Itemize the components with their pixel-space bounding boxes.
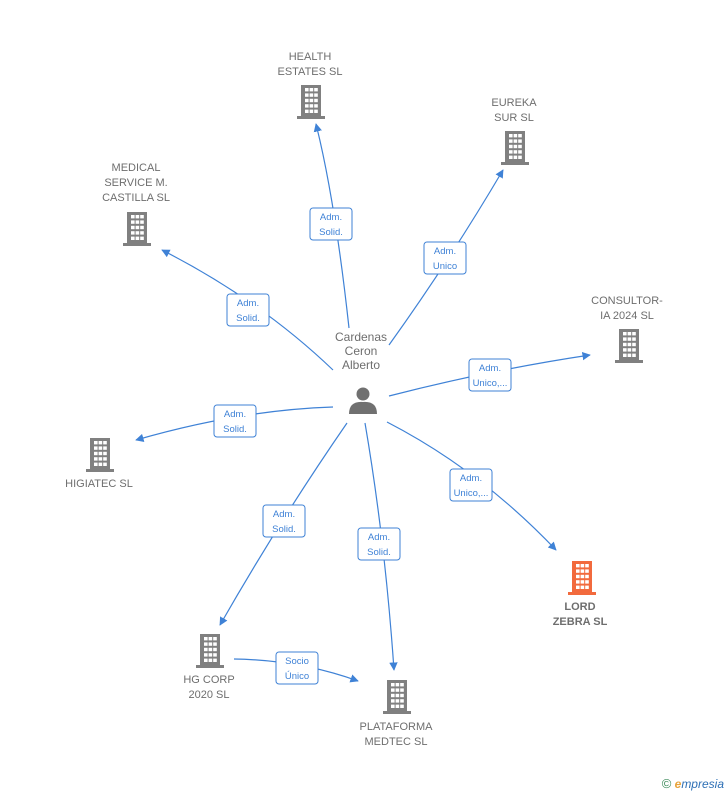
building-icon [383, 680, 411, 714]
edge-center-lord: Adm. Unico,... [386, 421, 557, 551]
edge-role-label[interactable]: Adm. Solid. [226, 293, 270, 327]
company-name-line: CONSULTOR- [591, 295, 663, 307]
edge-center-hgcorp: Adm. Solid. [219, 422, 348, 626]
company-name-line: HEALTH [289, 51, 332, 63]
building-icon [615, 329, 643, 363]
edge-role-label[interactable]: Adm. Solid. [309, 207, 353, 241]
edge-role-label[interactable]: Adm. Unico,... [449, 468, 493, 502]
person-name-line: Cardenas [335, 330, 387, 344]
company-name-line: MEDTEC SL [365, 736, 428, 748]
company-name-line: ZEBRA SL [553, 616, 608, 628]
brand-name: empresia [674, 777, 724, 791]
edge-role-label[interactable]: Adm. Solid. [213, 404, 257, 438]
person-name-line: Ceron [345, 344, 378, 358]
person-name-line: Alberto [342, 358, 380, 372]
edge-center-higiatec: Adm. Solid. [135, 404, 334, 442]
edge-label-box [449, 468, 493, 502]
node-company-eureka[interactable]: EUREKA SUR SL [491, 97, 537, 165]
edge-label-box [262, 504, 306, 538]
edge-center-health: Adm. Solid. [309, 123, 353, 329]
node-company-consultoria[interactable]: CONSULTOR- IA 2024 SL [591, 295, 663, 363]
company-name-line: SERVICE M. [104, 177, 167, 189]
node-company-plataforma[interactable]: PLATAFORMA MEDTEC SL [360, 680, 434, 748]
edge-label-box [226, 293, 270, 327]
edge-role-label[interactable]: Adm. Unico,... [468, 358, 512, 392]
building-icon [196, 634, 224, 668]
edge-role-label[interactable]: Adm. Solid. [262, 504, 306, 538]
copyright-symbol: © [661, 776, 672, 791]
edge-label-text: Unico,... [473, 378, 508, 389]
edge-label-box [357, 527, 401, 561]
node-company-lord[interactable]: LORD ZEBRA SL [553, 561, 608, 628]
node-company-health[interactable]: HEALTH ESTATES SL [277, 51, 343, 119]
building-icon [501, 131, 529, 165]
edges-layer: Adm.Solid.Adm.UnicoAdm.Solid.Adm.Unico,.… [135, 123, 591, 685]
edge-label-text: Adm. [460, 473, 482, 484]
node-company-medical[interactable]: MEDICAL SERVICE M. CASTILLA SL [102, 162, 170, 246]
edge-label-text: Adm. [237, 298, 259, 309]
edge-label-text: Único [285, 671, 309, 682]
node-company-higiatec[interactable]: HIGIATEC SL [65, 438, 133, 490]
edge-label-text: Adm. [434, 246, 456, 257]
edge-label-box [309, 207, 353, 241]
edge-label-text: Adm. [479, 363, 501, 374]
building-icon [86, 438, 114, 472]
edge-label-box [468, 358, 512, 392]
company-name-line: 2020 SL [189, 689, 230, 701]
node-company-hgcorp[interactable]: HG CORP 2020 SL [183, 634, 235, 701]
building-icon [568, 561, 596, 595]
company-name-line: HG CORP [183, 674, 234, 686]
company-name-line: HIGIATEC SL [65, 478, 133, 490]
edge-label-text: Solid. [367, 547, 391, 558]
company-name-line: EUREKA [491, 97, 537, 109]
edge-center-medical: Adm. Solid. [161, 249, 334, 371]
edge-label-text: Solid. [236, 313, 260, 324]
company-name-line: LORD [564, 601, 595, 613]
edge-label-box [423, 241, 467, 275]
edge-label-text: Solid. [223, 424, 247, 435]
edge-label-text: Socio [285, 656, 309, 667]
edge-center-consultoria: Adm. Unico,... [388, 351, 591, 397]
edge-center-eureka: Adm. Unico [388, 169, 504, 346]
edge-label-text: Adm. [368, 532, 390, 543]
footer-brand: © empresia [662, 776, 724, 791]
edge-role-label[interactable]: Adm. Solid. [357, 527, 401, 561]
edge-center-plataforma: Adm. Solid. [357, 422, 401, 671]
edge-label-text: Unico [433, 261, 457, 272]
company-name-line: ESTATES SL [277, 66, 342, 78]
edge-role-label[interactable]: Adm. Unico [423, 241, 467, 275]
edge-label-text: Adm. [224, 409, 246, 420]
company-name-line: MEDICAL [112, 162, 161, 174]
edge-label-box [213, 404, 257, 438]
edge-label-text: Solid. [319, 227, 343, 238]
company-name-line: CASTILLA SL [102, 192, 170, 204]
edge-label-text: Adm. [273, 509, 295, 520]
edge-label-box [275, 651, 319, 685]
company-name-line: PLATAFORMA [360, 721, 434, 733]
company-name-line: SUR SL [494, 112, 534, 124]
edge-label-text: Unico,... [454, 488, 489, 499]
building-icon [297, 85, 325, 119]
edge-label-text: Solid. [272, 524, 296, 535]
building-icon [123, 212, 151, 246]
edge-label-text: Adm. [320, 212, 342, 223]
company-name-line: IA 2024 SL [600, 310, 654, 322]
person-icon [349, 387, 377, 414]
